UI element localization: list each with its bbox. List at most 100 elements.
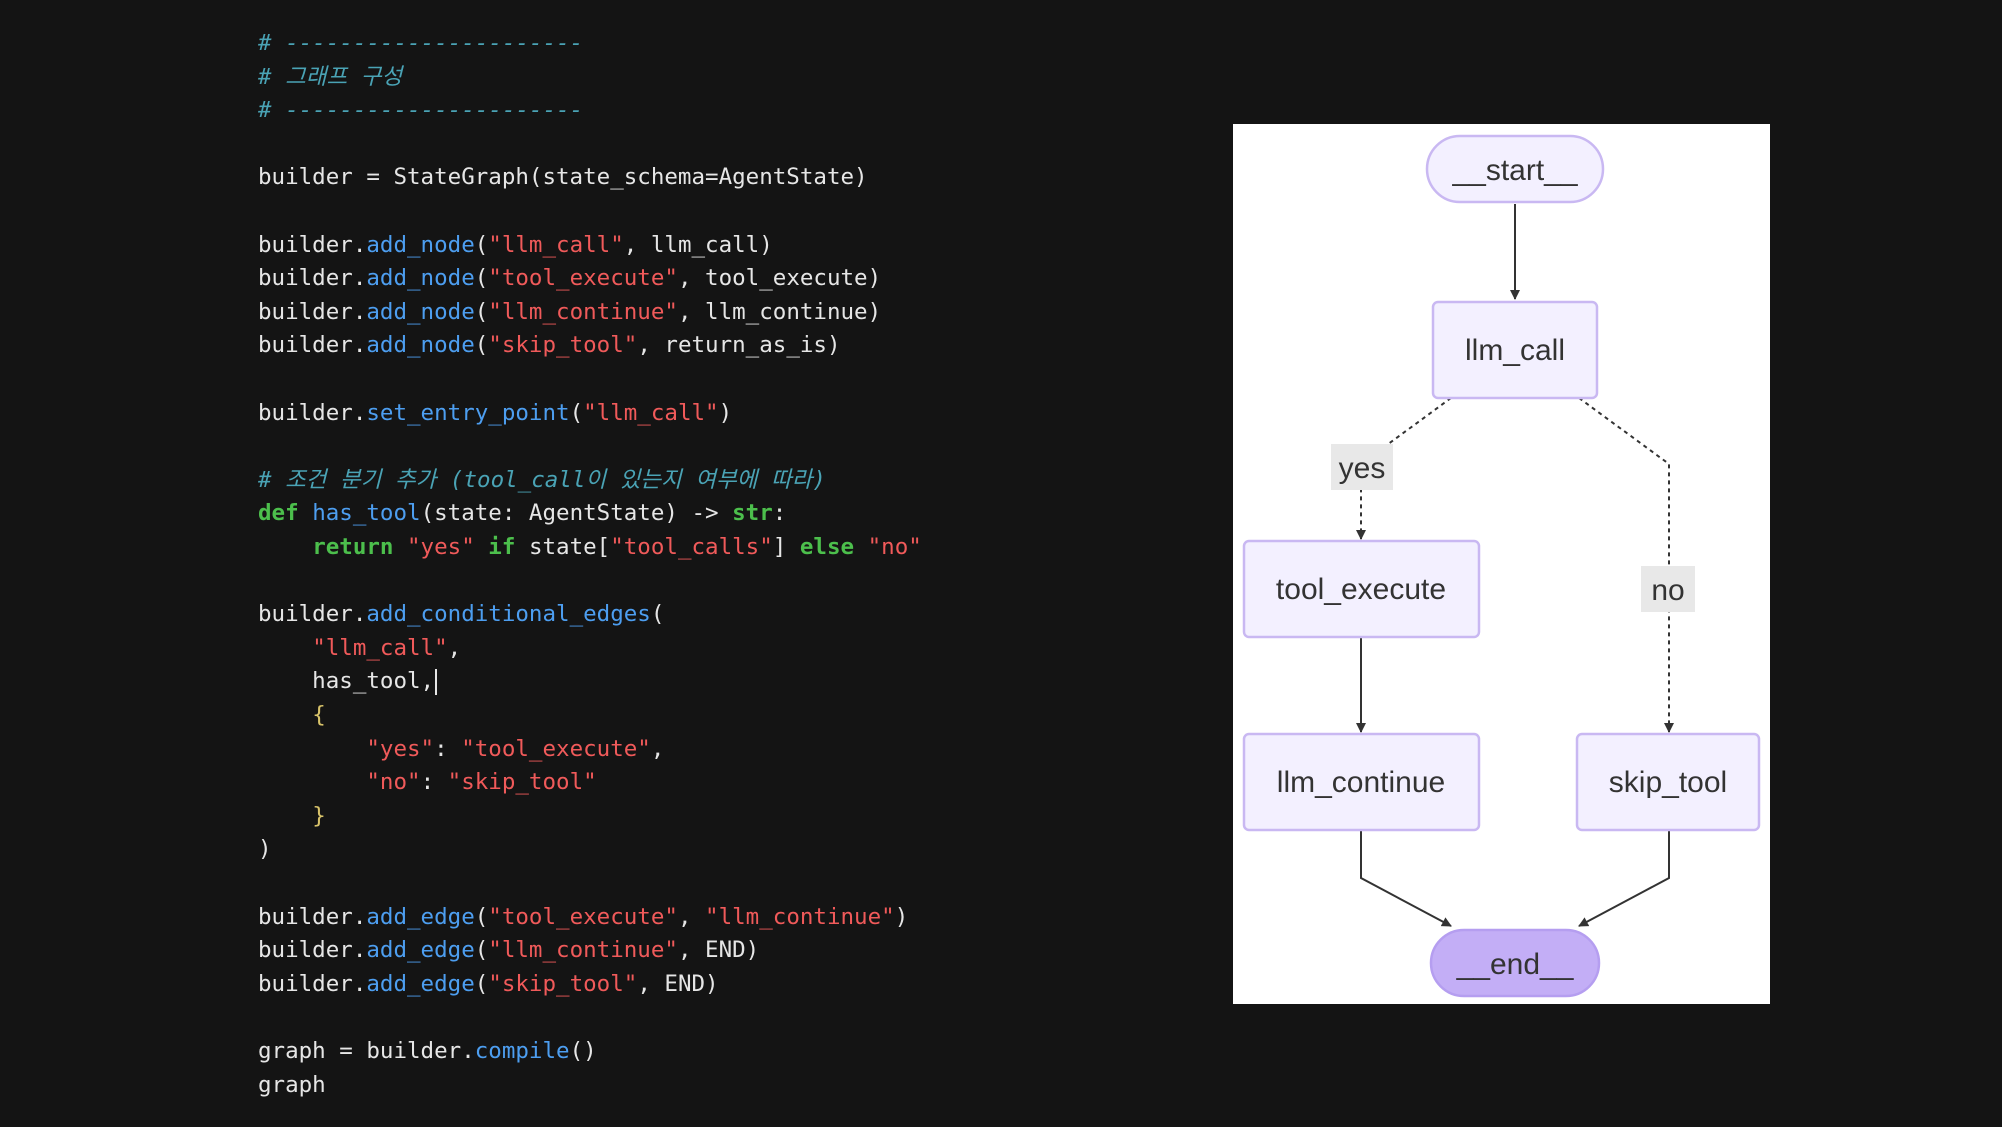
- code-token: (: [650, 601, 665, 628]
- node-end[interactable]: __end__: [1429, 928, 1601, 998]
- code-token: (: [474, 265, 489, 292]
- code-token: [258, 803, 312, 829]
- code-line: builder.add_node("tool_execute", tool_ex…: [258, 261, 881, 295]
- code-line: "llm_call",: [258, 631, 461, 665]
- code-token: , tool_execute): [677, 265, 882, 292]
- code-line: graph = builder.compile(): [258, 1034, 597, 1068]
- code-token: # 그래프 구성: [258, 63, 403, 90]
- code-line: builder.add_node("llm_call", llm_call): [258, 228, 773, 262]
- code-token: ): [894, 903, 909, 930]
- code-line: return "yes" if state["tool_calls"] else…: [258, 530, 922, 564]
- code-token: ,: [677, 903, 706, 930]
- code-line: builder.add_node("skip_tool", return_as_…: [258, 328, 841, 362]
- code-token: [258, 534, 312, 560]
- code-token: ): [718, 399, 733, 426]
- code-token: (: [474, 298, 489, 325]
- code-token: [258, 769, 366, 795]
- code-token: add_conditional_edges: [366, 601, 651, 628]
- code-token: "tool_execute": [488, 903, 678, 930]
- code-token: has_tool: [312, 500, 421, 527]
- code-token: def: [258, 500, 313, 527]
- code-token: "no": [366, 769, 421, 796]
- code-token: add_edge: [366, 937, 475, 964]
- code-token: "tool_calls": [610, 534, 773, 560]
- node-skip-tool-label: skip_tool: [1609, 766, 1727, 799]
- code-line: # ----------------------: [258, 93, 583, 127]
- code-panel: # ---------------------- # 그래프 구성 # ------…: [258, 26, 1218, 1106]
- code-token: "tool_execute": [461, 735, 651, 762]
- code-token: # 조건 분기 추가 (tool_call이 있는지 여부에 따라): [258, 466, 826, 493]
- code-token: has_tool,: [258, 668, 435, 695]
- code-token: (: [474, 937, 489, 964]
- code-token: "llm_call": [312, 634, 448, 661]
- node-llm-call[interactable]: llm_call: [1431, 300, 1599, 400]
- code-token: , llm_continue): [677, 298, 882, 325]
- code-line: ): [258, 832, 272, 866]
- code-token: ,: [447, 634, 462, 661]
- node-start[interactable]: __start__: [1425, 134, 1605, 204]
- node-llm-continue[interactable]: llm_continue: [1242, 732, 1481, 832]
- code-token: "skip_tool": [447, 769, 597, 796]
- edge-label-yes-text: yes: [1339, 452, 1386, 485]
- code-token: "llm_call": [583, 399, 719, 426]
- code-line: builder.add_node("llm_continue", llm_con…: [258, 295, 881, 329]
- code-token: builder.: [258, 399, 367, 426]
- code-token: {: [312, 702, 326, 728]
- code-token: compile: [474, 1038, 570, 1064]
- code-token: "llm_continue": [705, 903, 895, 930]
- code-token: "skip_tool": [488, 332, 638, 359]
- code-token: (state: AgentState) ->: [420, 500, 733, 527]
- code-token: # ----------------------: [258, 97, 584, 124]
- code-line: "no": "skip_tool": [258, 765, 597, 799]
- code-line: builder.add_conditional_edges(: [258, 597, 664, 631]
- code-token: add_node: [366, 332, 475, 359]
- code-token: (: [474, 231, 489, 258]
- code-token: "llm_continue": [488, 298, 678, 325]
- code-token: "skip_tool": [488, 970, 638, 997]
- code-token: (: [474, 970, 489, 997]
- code-token: "no": [867, 534, 922, 560]
- code-token: ]: [772, 534, 800, 560]
- edge-llm-call-to-tool-execute: [1356, 397, 1452, 540]
- node-llm-call-label: llm_call: [1465, 334, 1565, 367]
- code-token: str: [732, 500, 773, 527]
- node-start-label: __start__: [1451, 154, 1578, 187]
- code-token: , return_as_is): [637, 332, 841, 359]
- code-token: ): [258, 836, 272, 863]
- node-llm-continue-label: llm_continue: [1277, 766, 1445, 799]
- code-token: "llm_call": [488, 231, 624, 258]
- graph-diagram: yes no __start__ llm_call tool_execute l…: [1233, 124, 1770, 1004]
- code-token: builder.: [258, 970, 367, 997]
- code-token: builder.: [258, 903, 367, 930]
- code-token: , llm_call): [623, 231, 773, 258]
- code-line: builder = StateGraph(state_schema=AgentS…: [258, 160, 868, 194]
- code-token: }: [312, 802, 326, 829]
- edge-label-no-text: no: [1651, 574, 1684, 607]
- code-token: (: [569, 399, 584, 426]
- graph-diagram-svg: yes no __start__ llm_call tool_execute l…: [1242, 134, 1761, 998]
- code-line: graph: [258, 1068, 326, 1102]
- code-token: [258, 635, 312, 661]
- code-line: builder.set_entry_point("llm_call"): [258, 396, 732, 430]
- node-tool-execute-label: tool_execute: [1276, 573, 1446, 606]
- code-token: :: [772, 500, 787, 527]
- code-token: add_edge: [366, 970, 475, 997]
- code-token: if: [488, 534, 529, 560]
- code-line: }: [258, 799, 326, 833]
- code-token: graph = builder.: [258, 1038, 475, 1064]
- code-line: has_tool,: [258, 664, 438, 698]
- code-line: # ----------------------: [258, 26, 583, 60]
- code-token: add_node: [366, 298, 475, 325]
- edge-llm-call-to-skip-tool: [1578, 397, 1674, 733]
- code-token: builder.: [258, 298, 367, 325]
- node-end-label: __end__: [1456, 948, 1575, 981]
- code-token: # ----------------------: [258, 30, 584, 56]
- code-token: "tool_execute": [488, 265, 678, 292]
- node-skip-tool[interactable]: skip_tool: [1575, 732, 1761, 832]
- node-tool-execute[interactable]: tool_execute: [1242, 539, 1481, 639]
- code-token: :: [420, 769, 448, 796]
- edge-label-no: no: [1641, 566, 1695, 612]
- code-token: :: [434, 735, 462, 762]
- code-line: "yes": "tool_execute",: [258, 732, 664, 766]
- code-token: builder.: [258, 332, 367, 359]
